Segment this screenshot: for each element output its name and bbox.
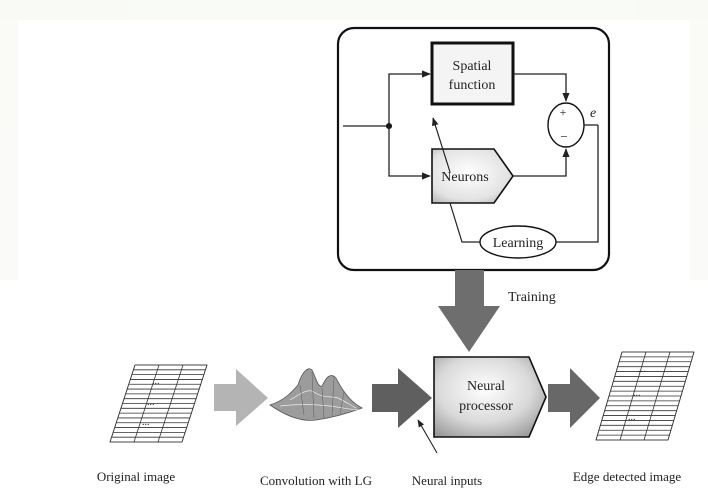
caption-neural-inputs: Neural inputs [412,473,482,488]
neural-processor-block [433,356,547,438]
spatial-to-sum-arrow [513,73,570,102]
background-watermark [0,0,708,280]
neural-inputs-pointer [417,419,438,454]
neural-processor-label-line2: processor [459,399,513,414]
caption-convolution: Convolution with LG [260,473,372,488]
spatial-function-label-line1: Spatial [453,59,492,74]
neurons-block [431,148,514,204]
learning-to-spatial-arrow [432,117,451,173]
spatial-function-block [430,41,515,106]
edge-grid-marks-1: ... [638,364,646,375]
to-neurons-arrow [388,126,431,180]
neural-processor-label-line1: Neural [467,379,505,394]
original-grid-marks-1: ... [152,376,160,387]
caption-edge-detected-image: Edge detected image [573,469,682,484]
caption-original-image: Original image [97,469,176,484]
edge-detected-image-grid: ... ... ... [595,351,695,441]
error-feedback-line [556,125,599,243]
learning-label: Learning [493,236,544,251]
training-arrow [438,270,500,352]
neurons-to-sum-arrow [513,148,570,177]
convolution-lg-surface [269,368,363,421]
original-grid-marks-3: ... [142,417,150,428]
learning-to-neurons-line [449,202,480,243]
arrow-to-convolution [214,369,268,426]
minus-sign: − [560,129,567,144]
neurons-label: Neurons [441,170,488,185]
training-box: Spatial function Neurons + − e Learning [336,26,611,272]
arrow-to-output [548,368,600,428]
error-symbol: e [590,106,596,121]
arrow-to-processor [372,368,432,428]
plus-sign: + [560,105,567,119]
original-image-grid: ... ... ... [109,364,208,443]
edge-grid-marks-2: ... [633,388,641,399]
training-label: Training [508,290,556,305]
spatial-function-label-line2: function [449,78,496,93]
to-spatial-arrow [388,70,431,126]
original-grid-marks-2: ... [147,397,155,408]
edge-grid-marks-3: ... [628,412,636,423]
